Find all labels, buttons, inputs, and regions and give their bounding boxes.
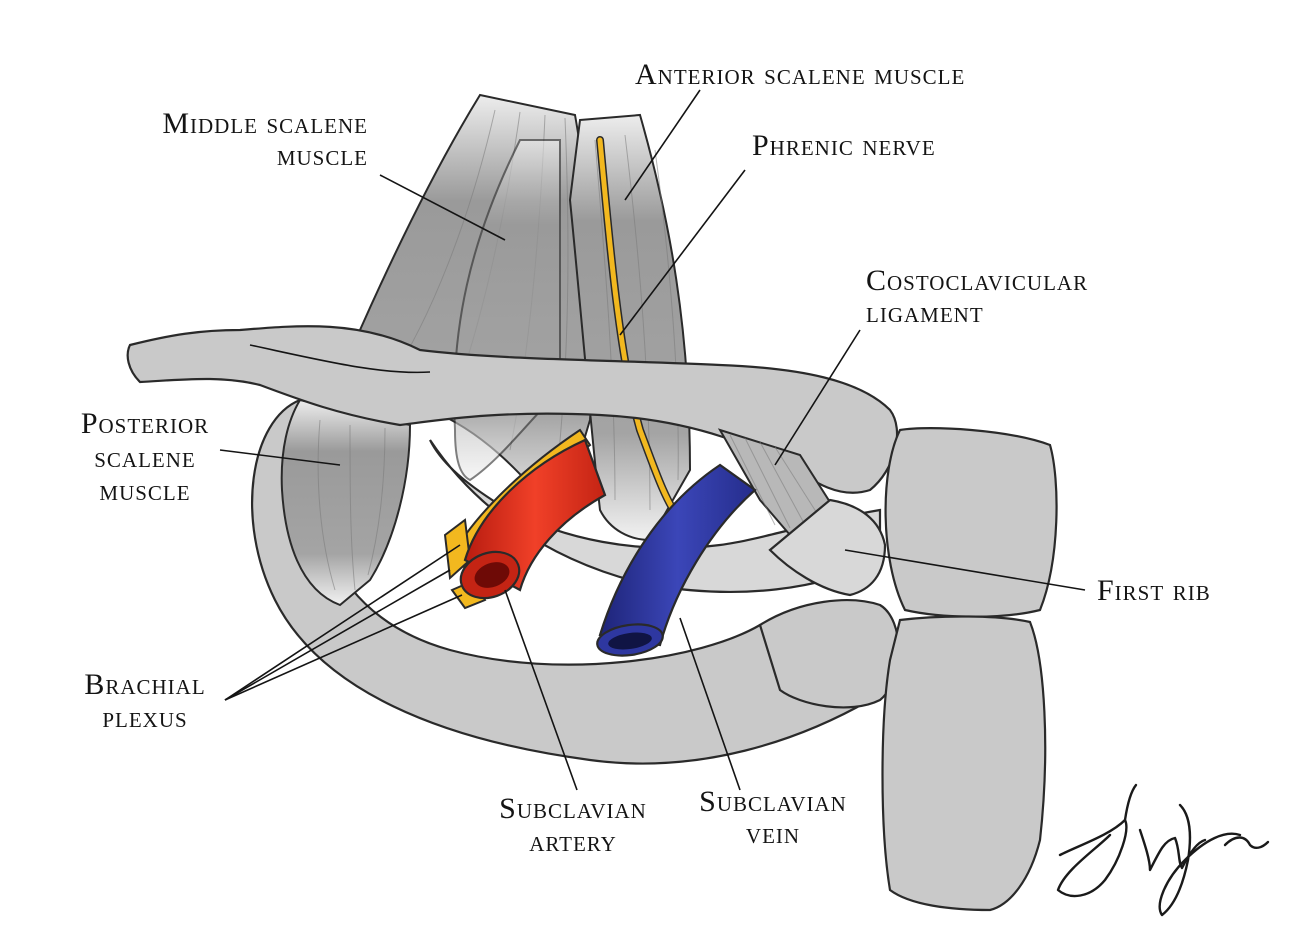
label-posterior-scalene-1: Posterior xyxy=(81,407,209,440)
label-posterior-scalene-2: scalene xyxy=(94,441,196,474)
label-costoclavicular-1: Costoclavicular xyxy=(866,264,1088,297)
label-posterior-scalene-3: muscle xyxy=(99,474,190,507)
posterior-scalene-muscle xyxy=(280,398,412,607)
leader-brachial-plexus-3 xyxy=(224,594,463,701)
label-brachial-plexus-2: plexus xyxy=(102,701,187,734)
label-subclavian-artery-1: Subclavian xyxy=(499,792,647,825)
label-middle-scalene-1: Middle scalene xyxy=(162,107,368,140)
leader-brachial-plexus-1 xyxy=(224,544,461,701)
anterior-scalene-muscle xyxy=(568,113,692,542)
leader-phrenic-nerve xyxy=(619,169,746,336)
leader-posterior-scalene xyxy=(219,449,341,466)
label-anterior-scalene: Anterior scalene muscle xyxy=(635,58,965,91)
leader-anterior-scalene xyxy=(624,89,701,201)
sternum xyxy=(768,427,1058,912)
leader-first-rib xyxy=(844,549,1086,591)
leader-subclavian-artery xyxy=(504,589,578,791)
label-phrenic-nerve: Phrenic nerve xyxy=(752,129,936,162)
label-subclavian-vein-1: Subclavian xyxy=(699,785,847,818)
label-middle-scalene-2: muscle xyxy=(277,139,368,172)
label-costoclavicular-2: ligament xyxy=(866,296,984,329)
subclavian-artery xyxy=(459,438,607,600)
leader-brachial-plexus-2 xyxy=(224,569,451,701)
label-subclavian-artery-2: artery xyxy=(529,825,617,858)
label-subclavian-vein-2: vein xyxy=(746,817,800,850)
leader-middle-scalene xyxy=(379,174,506,241)
leader-costoclavicular xyxy=(774,329,861,466)
leader-subclavian-vein xyxy=(679,617,741,791)
artist-signature xyxy=(1056,783,1270,917)
clavicle xyxy=(126,325,899,494)
label-first-rib: First rib xyxy=(1097,574,1211,607)
label-brachial-plexus-1: Brachial xyxy=(84,668,205,701)
subclavian-vein xyxy=(596,463,757,657)
